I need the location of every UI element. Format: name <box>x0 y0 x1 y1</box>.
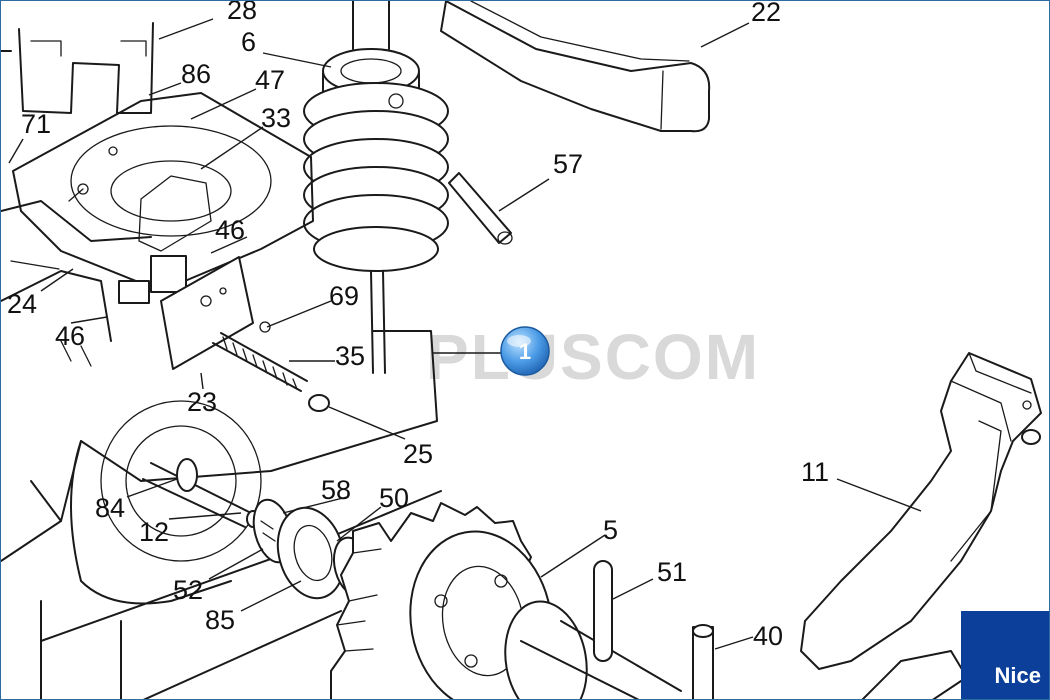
part-label-46-upper: 46 <box>215 215 245 245</box>
callout-number: 1 <box>519 339 531 364</box>
part-label-11: 11 <box>801 457 829 487</box>
part-label-50: 50 <box>379 483 409 513</box>
frame-plate <box>1 92 314 367</box>
part-label-47: 47 <box>255 65 285 95</box>
pin-part-51 <box>593 560 613 662</box>
part-label-5: 5 <box>603 515 618 545</box>
callout-marker[interactable]: 1 <box>500 326 550 376</box>
part-label-71: 71 <box>21 109 51 139</box>
part-labels: 28 22 6 86 47 33 71 57 46 24 46 69 35 23… <box>7 1 829 651</box>
pin-part-57 <box>448 172 513 245</box>
part-label-46-lower: 46 <box>55 321 85 351</box>
part-label-86: 86 <box>181 59 211 89</box>
part-label-58: 58 <box>321 475 351 505</box>
part-label-22: 22 <box>751 1 781 27</box>
part-label-85: 85 <box>205 605 235 635</box>
pinion-gear-part-50 <box>330 502 682 699</box>
gear-case <box>1 330 442 699</box>
part-label-25: 25 <box>403 439 433 469</box>
part-label-24: 24 <box>7 289 37 319</box>
part-label-6: 6 <box>241 27 256 57</box>
leader-lines <box>8 18 922 650</box>
watermark-text: PLUSCOM <box>426 321 760 393</box>
part-label-84: 84 <box>95 493 125 523</box>
bracket-part-28 <box>1 22 154 114</box>
part-label-52: 52 <box>173 575 203 605</box>
part-label-51: 51 <box>657 557 687 587</box>
brand-logo-badge: Nice <box>961 611 1049 699</box>
part-label-23: 23 <box>187 387 217 417</box>
part-label-40: 40 <box>753 621 783 651</box>
part-label-57: 57 <box>553 149 583 179</box>
pin-part-40 <box>692 624 714 699</box>
brand-logo-text: Nice <box>994 663 1041 688</box>
arm-part-22 <box>440 1 711 133</box>
part-label-69: 69 <box>329 281 359 311</box>
board-and-spring <box>160 256 330 412</box>
part-label-33: 33 <box>261 103 291 133</box>
part-label-12: 12 <box>139 517 169 547</box>
worm-gear-part-6 <box>303 1 449 374</box>
lower-right-piece <box>861 650 964 699</box>
part-label-28: 28 <box>227 1 257 25</box>
part-label-35: 35 <box>335 341 365 371</box>
